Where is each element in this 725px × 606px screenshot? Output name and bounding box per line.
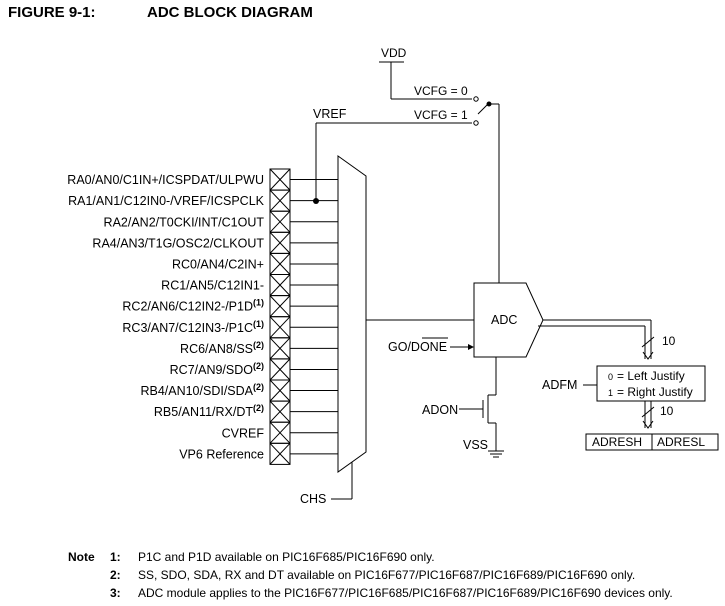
note-text: ADC module applies to the PIC16F677/PIC1… bbox=[138, 586, 673, 600]
pin-label: RA1/AN1/C12IN0-/VREF/ICSPCLK bbox=[68, 194, 265, 208]
input-pin-row: RA2/AN2/T0CKI/INT/C1OUT bbox=[104, 210, 338, 233]
input-pin-row: RC2/AN6/C12IN2-/P1D(1) bbox=[122, 295, 338, 318]
pin-label: RA2/AN2/T0CKI/INT/C1OUT bbox=[104, 215, 265, 229]
vref-label: VREF bbox=[313, 107, 347, 121]
pin-cross bbox=[269, 442, 291, 465]
left-justify-label: = Left Justify bbox=[617, 369, 685, 383]
input-pin-row: RB5/AN11/RX/DT(2) bbox=[154, 400, 338, 423]
bus-slash-2 bbox=[641, 406, 655, 418]
adon-label: ADON bbox=[422, 403, 458, 417]
input-pin-row: RC1/AN5/C12IN1- bbox=[161, 274, 338, 297]
pin-cross bbox=[269, 231, 291, 254]
figure-title: ADC BLOCK DIAGRAM bbox=[147, 4, 313, 21]
analog-mux bbox=[337, 155, 367, 473]
pin-label: CVREF bbox=[222, 426, 265, 440]
pin-cross bbox=[269, 168, 291, 191]
bus-width-2: 10 bbox=[660, 404, 674, 418]
note-text: P1C and P1D available on PIC16F685/PIC16… bbox=[138, 550, 435, 564]
pin-label: RB4/AN10/SDI/SDA(2) bbox=[140, 382, 264, 398]
bus-arrow-2 bbox=[642, 420, 654, 429]
pin-label: RC2/AN6/C12IN2-/P1D(1) bbox=[122, 298, 264, 314]
input-pin-row: RA0/AN0/C1IN+/ICSPDAT/ULPWU bbox=[67, 168, 338, 191]
notes-heading: Note bbox=[68, 550, 95, 564]
pin-footnote-ref: (1) bbox=[253, 298, 264, 308]
input-pin-row: VP6 Reference bbox=[179, 442, 338, 465]
pin-cross bbox=[269, 253, 291, 275]
pin-label: RA4/AN3/T1G/OSC2/CLKOUT bbox=[92, 236, 264, 250]
pin-cross bbox=[269, 358, 291, 381]
adfm-label: ADFM bbox=[542, 378, 577, 392]
notes-list: 1: P1C and P1D available on PIC16F685/PI… bbox=[110, 550, 673, 600]
go-done-label: GO/DONE bbox=[388, 340, 447, 354]
input-pin-row: CVREF bbox=[222, 421, 338, 444]
pin-label: RC3/AN7/C12IN3-/P1C(1) bbox=[122, 319, 264, 335]
pin-cross bbox=[269, 316, 291, 339]
chs-label: CHS bbox=[300, 492, 326, 506]
figure-label: FIGURE 9-1: bbox=[8, 4, 96, 21]
pin-cross bbox=[269, 337, 291, 360]
input-pin-row: RC6/AN8/SS(2) bbox=[180, 337, 338, 360]
vdd-label: VDD bbox=[381, 46, 407, 60]
pin-label: RB5/AN11/RX/DT(2) bbox=[154, 403, 264, 419]
vcfg1-label: VCFG = 1 bbox=[414, 108, 468, 122]
bus-slash-1 bbox=[641, 336, 655, 348]
vcfg0-label: VCFG = 0 bbox=[414, 84, 468, 98]
right-justify-bit: 1 bbox=[608, 388, 613, 398]
right-justify-label: = Right Justify bbox=[617, 385, 693, 399]
adc-block bbox=[473, 282, 544, 358]
pin-footnote-ref: (2) bbox=[253, 403, 264, 413]
adresh-label: ADRESH bbox=[592, 435, 642, 449]
note-number: 1: bbox=[110, 550, 121, 564]
go-done-arrow bbox=[468, 344, 474, 350]
adresl-label: ADRESL bbox=[657, 435, 705, 449]
pin-label: RC1/AN5/C12IN1- bbox=[161, 279, 264, 293]
input-pins: RA0/AN0/C1IN+/ICSPDAT/ULPWU RA1/AN1/C12IN… bbox=[67, 168, 338, 465]
pin-cross bbox=[269, 400, 291, 423]
input-pin-row: RB4/AN10/SDI/SDA(2) bbox=[140, 379, 338, 402]
vcfg1-contact bbox=[473, 120, 479, 126]
adc-label: ADC bbox=[491, 313, 517, 327]
bus-width-1: 10 bbox=[662, 334, 676, 348]
pin-footnote-ref: (2) bbox=[253, 340, 264, 350]
input-pin-row: RC7/AN9/SDO(2) bbox=[170, 358, 338, 381]
note-number: 3: bbox=[110, 586, 121, 600]
note-number: 2: bbox=[110, 568, 121, 582]
input-pin-row: RA4/AN3/T1G/OSC2/CLKOUT bbox=[92, 231, 338, 254]
pin-footnote-ref: (2) bbox=[253, 382, 264, 392]
pin-cross bbox=[269, 379, 291, 402]
pin-cross bbox=[269, 295, 291, 318]
pin-label: RC0/AN4/C2IN+ bbox=[172, 257, 264, 271]
pin-label: RC6/AN8/SS(2) bbox=[180, 340, 264, 356]
vcfg-switch bbox=[477, 103, 489, 115]
pin-label: RA0/AN0/C1IN+/ICSPDAT/ULPWU bbox=[67, 173, 264, 187]
input-pin-row: RA1/AN1/C12IN0-/VREF/ICSPCLK bbox=[68, 189, 338, 212]
pin-footnote-ref: (1) bbox=[253, 319, 264, 329]
input-pin-row: RC3/AN7/C12IN3-/P1C(1) bbox=[122, 316, 338, 339]
pin-label: RC7/AN9/SDO(2) bbox=[170, 361, 264, 377]
vcfg0-contact bbox=[473, 96, 479, 102]
pin-cross bbox=[269, 189, 291, 212]
vss-label: VSS bbox=[463, 438, 488, 452]
vref-junction bbox=[313, 198, 319, 204]
left-justify-bit: 0 bbox=[608, 372, 613, 382]
pin-cross bbox=[269, 210, 291, 233]
pin-cross bbox=[269, 421, 291, 444]
pin-cross bbox=[269, 274, 291, 296]
pin-footnote-ref: (2) bbox=[253, 361, 264, 371]
adresl-register bbox=[651, 433, 719, 451]
pin-label: VP6 Reference bbox=[179, 447, 264, 461]
note-text: SS, SDO, SDA, RX and DT available on PIC… bbox=[138, 568, 635, 582]
input-pin-row: RC0/AN4/C2IN+ bbox=[172, 252, 338, 275]
bus-arrow-1 bbox=[642, 351, 654, 360]
